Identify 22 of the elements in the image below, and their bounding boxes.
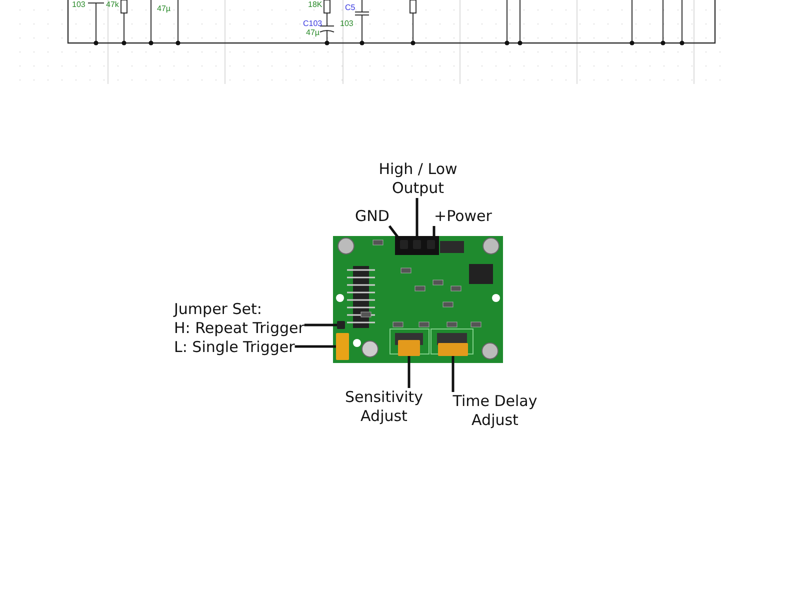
value-label: 103 [340, 19, 354, 28]
jumper-pin [337, 321, 345, 329]
callout-text: Jumper Set: [174, 300, 262, 319]
callout-text: High / Low Output [358, 160, 478, 198]
potentiometer [398, 340, 420, 356]
jumper-cap [336, 333, 349, 360]
callout-text: GND [355, 207, 390, 226]
component-label: C5 [345, 3, 356, 12]
value-label: 18K [308, 0, 322, 9]
leader-line [408, 356, 410, 388]
value-label: 47k [106, 0, 119, 9]
leader-line [304, 324, 337, 326]
value-label: 47µ [306, 28, 320, 37]
value-label: 103 [72, 0, 86, 9]
potentiometer [438, 343, 468, 356]
callout-text: +Power [434, 207, 492, 226]
value-label: 47µ [157, 4, 171, 13]
leader-line [294, 345, 336, 348]
callout-text: H: Repeat Trigger [174, 319, 304, 338]
leader-line [452, 356, 454, 392]
callout-text: L: Single Trigger [174, 338, 295, 357]
component-label: C103 [303, 19, 322, 28]
